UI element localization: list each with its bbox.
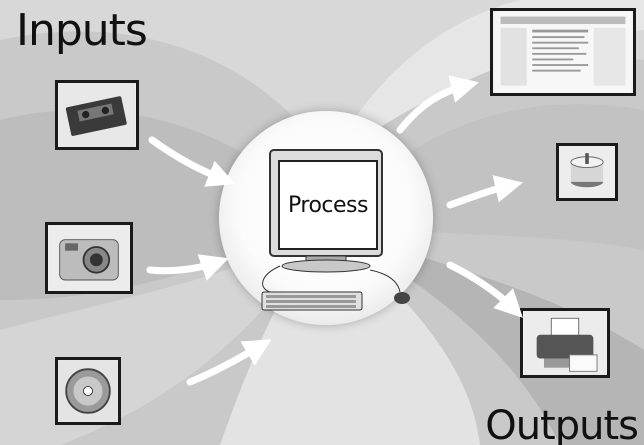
arrow-process-to-webpage bbox=[396, 75, 479, 134]
camera-icon bbox=[48, 225, 130, 291]
vhs-tape-icon bbox=[58, 83, 136, 147]
outputs-label: Outputs bbox=[485, 403, 639, 445]
arrow-process-to-printer bbox=[446, 261, 523, 318]
arrow-cd-to-process bbox=[186, 339, 272, 386]
cd-spindle-icon bbox=[559, 146, 615, 198]
printer-icon bbox=[523, 311, 607, 375]
arrow-process-to-cdspindle bbox=[446, 175, 523, 209]
process-label: Process bbox=[288, 192, 368, 218]
arrow-camera-to-process bbox=[146, 254, 229, 281]
cd-spindle-frame bbox=[556, 143, 618, 201]
vhs-tape-frame bbox=[55, 80, 139, 150]
printer-frame bbox=[520, 308, 610, 378]
web-page-icon bbox=[494, 11, 632, 93]
cd-frame bbox=[55, 357, 121, 425]
arrow-vhs-to-process bbox=[148, 136, 236, 187]
monitor-screen: Process bbox=[278, 160, 378, 250]
cd-icon bbox=[58, 360, 118, 422]
web-page-frame bbox=[490, 8, 636, 96]
inputs-label: Inputs bbox=[16, 5, 148, 56]
digital-camera-frame bbox=[45, 222, 133, 294]
